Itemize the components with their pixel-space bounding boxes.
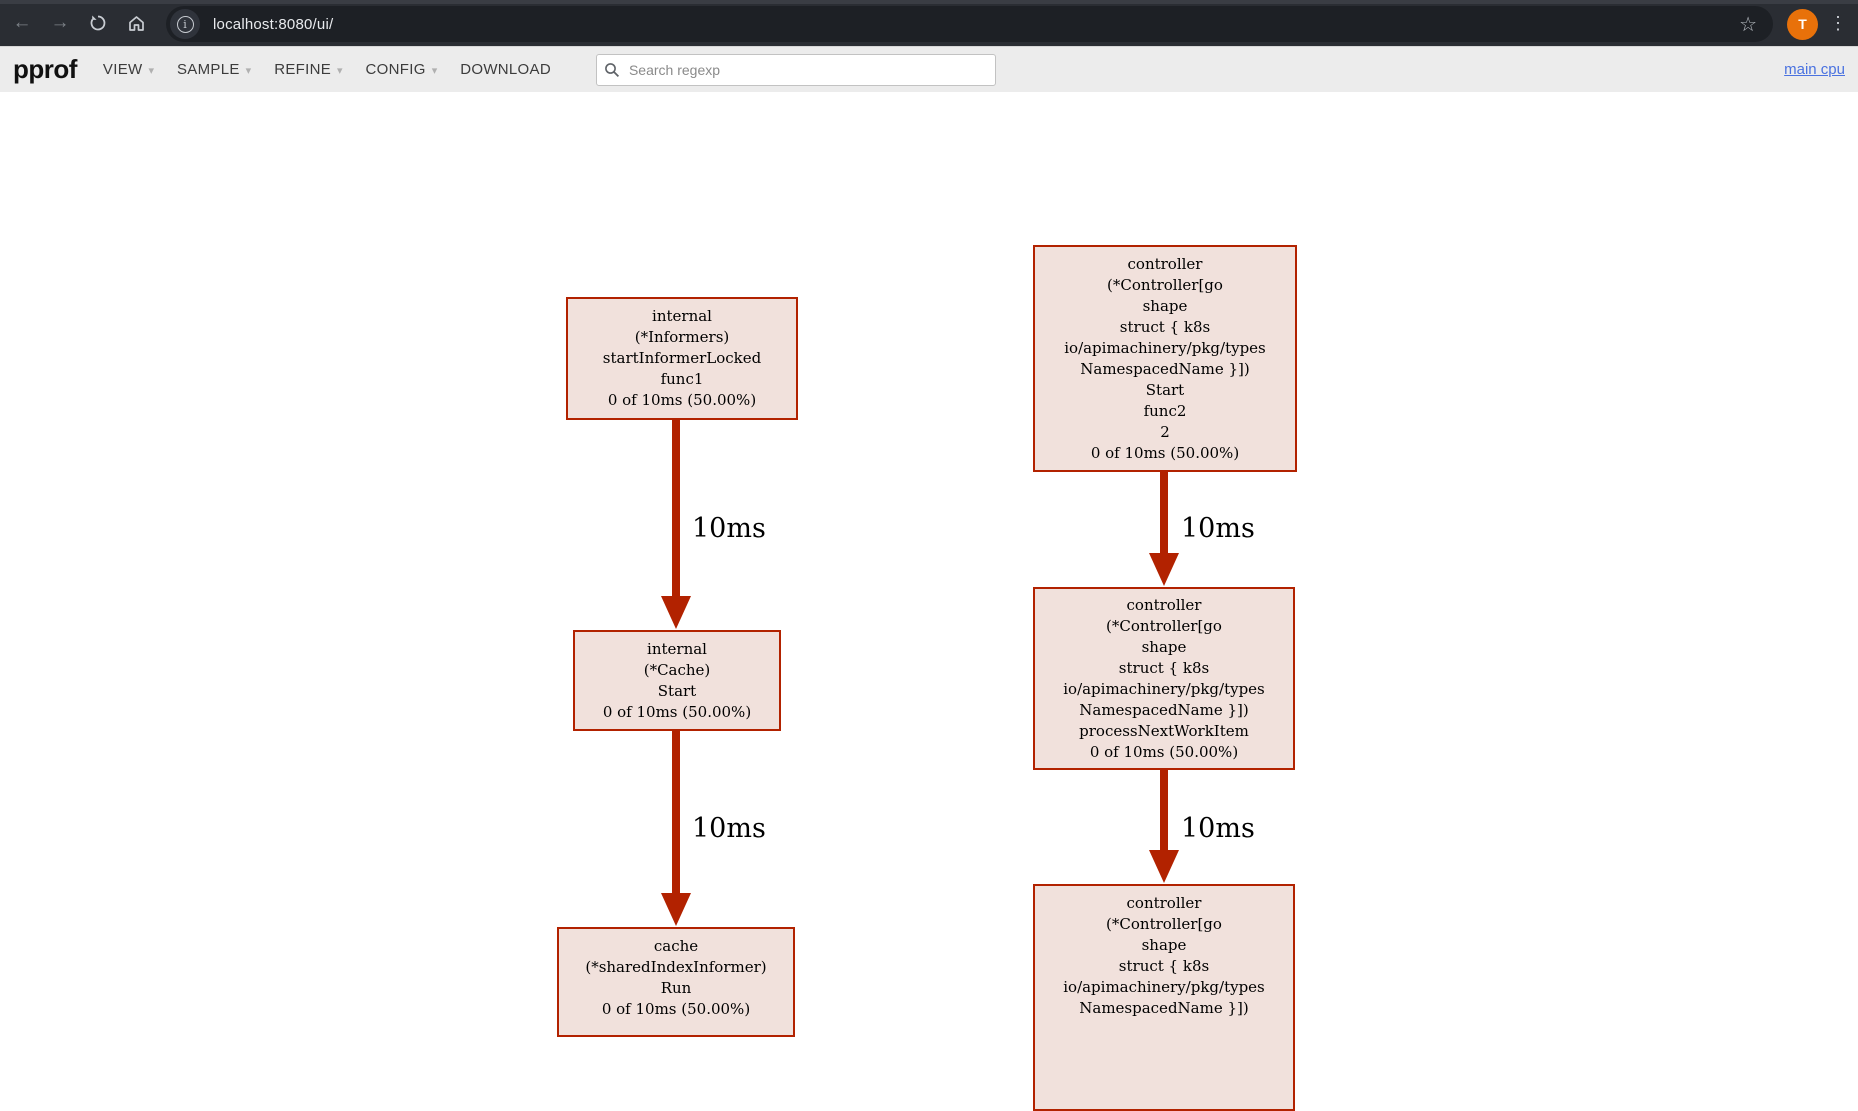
edge-weight-label: 10ms: [692, 813, 766, 844]
forward-icon[interactable]: →: [50, 12, 70, 33]
reload-icon[interactable]: [84, 9, 112, 37]
search-input[interactable]: [595, 53, 996, 86]
node-text-line: internal: [647, 639, 707, 658]
node-text-line: io/apimachinery/pkg/types: [1064, 338, 1266, 357]
pprof-menus: VIEW ▾ SAMPLE ▾ REFINE ▾ CONFIG ▾ DOWNLOAD: [103, 47, 574, 92]
node-text-line: func2: [1143, 401, 1187, 420]
menu-label: SAMPLE: [177, 61, 240, 78]
node-text-line: (*sharedIndexInformer): [585, 958, 767, 976]
edge-weight-label: 10ms: [1181, 813, 1255, 844]
page-info-button[interactable]: i: [170, 9, 200, 39]
menu-label: DOWNLOAD: [460, 61, 551, 78]
graph-node-cache-start[interactable]: internal (*Cache) Start 0 of 10ms (50.00%): [573, 630, 781, 731]
node-text-line: internal: [652, 307, 712, 325]
arrowhead-icon: [661, 596, 691, 629]
edge-weight-label: 10ms: [1181, 513, 1255, 544]
node-text-line: 0 of 10ms (50.00%): [602, 702, 752, 721]
node-text-line: controller: [1126, 894, 1202, 912]
bookmark-star-icon[interactable]: ☆: [1739, 13, 1757, 36]
graph-node-controller-start-func2-2[interactable]: controller (*Controller[go shape struct { k…: [1033, 245, 1297, 472]
home-icon[interactable]: [122, 9, 150, 37]
edge-line: [672, 420, 680, 596]
edge-weight-label: 10ms: [692, 513, 766, 544]
graph-node-controller-bottom[interactable]: controller (*Controller[go shape struct { k…: [1033, 884, 1295, 1111]
window-top-edge: [0, 0, 1858, 4]
arrowhead-icon: [1149, 553, 1179, 586]
chevron-down-icon: ▾: [148, 65, 154, 77]
node-text-line: NamespacedName }]): [1080, 359, 1250, 378]
node-text-line: (*Controller[go: [1107, 275, 1223, 294]
menu-label: REFINE: [274, 61, 332, 78]
node-text-line: Start: [1145, 380, 1185, 399]
edge-line: [672, 731, 680, 893]
pprof-toolbar: pprof VIEW ▾ SAMPLE ▾ REFINE ▾ CONFIG ▾ DOWNLOAD…: [0, 46, 1858, 92]
browser-toolbar: ← → i localhost:8080/ui/ ☆ T ⋮: [0, 0, 1858, 46]
chevron-down-icon: ▾: [431, 65, 438, 77]
graph-node-sharedindexinformer-run[interactable]: cache (*sharedIndexInformer) Run 0 of 10ms …: [557, 927, 795, 1037]
info-icon: i: [176, 15, 194, 33]
menu-download[interactable]: DOWNLOAD: [460, 61, 551, 78]
chevron-down-icon: ▾: [337, 65, 343, 77]
node-text-line: shape: [1141, 936, 1187, 954]
node-text-line: 0 of 10ms (50.00%): [1090, 443, 1240, 462]
profile-graph: 10ms 10ms 10ms 10ms internal (*Informers) star…: [557, 245, 1297, 1111]
node-text-line: 0 of 10ms (50.00%): [607, 391, 757, 409]
graph-node-controller-processnextworkitem[interactable]: controller (*Controller[go shape struct { k…: [1033, 587, 1295, 770]
node-text-line: 0 of 10ms (50.00%): [601, 1000, 751, 1018]
node-text-line: (*Informers): [634, 328, 730, 346]
node-text-line: NamespacedName }]): [1079, 700, 1249, 719]
node-text-line: (*Controller[go: [1106, 915, 1222, 933]
node-text-line: func1: [660, 370, 704, 388]
node-text-line: startInformerLocked: [602, 349, 762, 367]
edge-line: [1160, 472, 1168, 553]
node-text-line: (*Cache): [643, 660, 711, 679]
node-text-line: io/apimachinery/pkg/types: [1063, 978, 1265, 996]
node-text-line: 2: [1160, 422, 1170, 441]
back-icon[interactable]: ←: [12, 12, 32, 33]
pprof-logo: pprof: [13, 54, 77, 84]
node-text-line: struct { k8s: [1119, 317, 1211, 336]
node-text-line: shape: [1142, 296, 1188, 315]
node-text-line: struct { k8s: [1118, 957, 1210, 975]
node-text-line: controller: [1126, 595, 1202, 614]
browser-avatar[interactable]: T: [1787, 8, 1818, 40]
node-text-line: io/apimachinery/pkg/types: [1063, 679, 1265, 698]
menu-config[interactable]: CONFIG ▾: [366, 61, 438, 78]
node-text-line: cache: [653, 937, 699, 955]
arrowhead-icon: [661, 893, 691, 926]
address-bar[interactable]: i localhost:8080/ui/ ☆: [166, 6, 1773, 42]
node-text-line: controller: [1127, 254, 1203, 273]
node-text-line: 0 of 10ms (50.00%): [1089, 742, 1239, 761]
menu-refine[interactable]: REFINE ▾: [274, 61, 342, 78]
arrowhead-icon: [1149, 850, 1179, 883]
node-text-line: shape: [1141, 637, 1187, 656]
search-box: [595, 53, 996, 86]
menu-view[interactable]: VIEW ▾: [103, 61, 154, 78]
node-text-line: processNextWorkItem: [1079, 721, 1249, 740]
url-text: localhost:8080/ui/: [213, 15, 334, 33]
menu-sample[interactable]: SAMPLE ▾: [177, 61, 251, 78]
node-text-line: (*Controller[go: [1106, 616, 1222, 635]
menu-label: CONFIG: [365, 61, 426, 78]
node-text-line: Run: [660, 979, 692, 997]
profile-main-cpu-link[interactable]: main cpu: [1784, 61, 1845, 78]
chevron-down-icon: ▾: [245, 65, 252, 77]
node-text-line: struct { k8s: [1118, 658, 1210, 677]
edge-line: [1160, 770, 1168, 850]
search-icon: [605, 62, 620, 77]
browser-menu-icon[interactable]: ⋮: [1829, 12, 1847, 33]
graph-node-informers-startinformerlocked-func1[interactable]: internal (*Informers) startInformerLocked f…: [566, 297, 798, 420]
menu-label: VIEW: [102, 61, 143, 78]
node-text-line: NamespacedName }]): [1079, 999, 1249, 1017]
node-text-line: Start: [657, 681, 697, 700]
